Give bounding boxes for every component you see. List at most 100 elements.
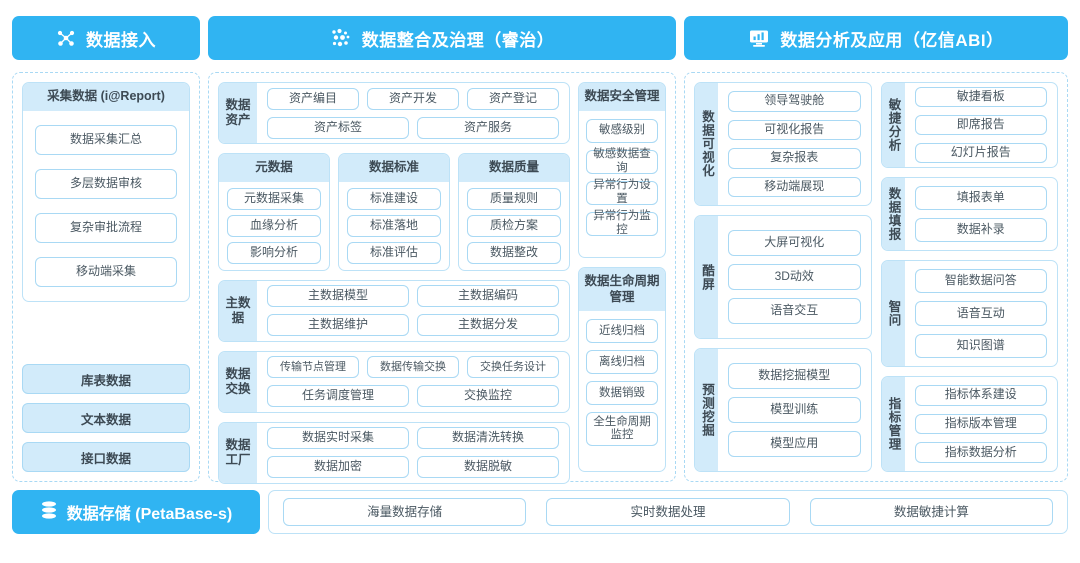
item-intelligent-data-qa[interactable]: 智能数据问答 — [914, 269, 1047, 294]
item-metadata-collection[interactable]: 元数据采集 — [227, 187, 321, 210]
label-data-exchange: 数据交换 — [219, 351, 257, 412]
card-data-security: 数据安全管理 敏感级别 敏感数据查询 异常行为设置 异常行为监控 — [578, 82, 666, 258]
nodes-network-icon — [56, 28, 76, 48]
item-quality-inspection-plan[interactable]: 质检方案 — [467, 214, 561, 237]
item-exchange-monitoring[interactable]: 交换监控 — [417, 385, 559, 408]
card-body-data-lifecycle: 近线归档 离线归档 数据销毁 全生命周期监控 — [579, 311, 665, 471]
item-voice-interaction[interactable]: 语音交互 — [728, 298, 861, 324]
body-data-factory: 数据实时采集 数据清洗转换 数据加密 数据脱敏 — [257, 423, 569, 483]
item-master-data-maintenance[interactable]: 主数据维护 — [267, 314, 409, 337]
item-abnormal-behavior-setting[interactable]: 异常行为设置 — [586, 179, 658, 205]
source-interface-data[interactable]: 接口数据 — [22, 442, 190, 472]
item-agile-dashboard[interactable]: 敏捷看板 — [914, 87, 1047, 108]
header-data-ingest[interactable]: 数据接入 — [12, 16, 200, 60]
item-mobile-collection[interactable]: 移动端采集 — [35, 256, 177, 287]
item-data-rectification[interactable]: 数据整改 — [467, 241, 561, 264]
item-metric-version-management[interactable]: 指标版本管理 — [914, 413, 1047, 435]
item-standard-evaluation[interactable]: 标准评估 — [347, 241, 441, 264]
item-metric-data-analysis[interactable]: 指标数据分析 — [914, 442, 1047, 464]
item-model-application[interactable]: 模型应用 — [728, 431, 861, 457]
item-data-transfer-exchange[interactable]: 数据传输交换 — [367, 356, 459, 379]
panel-data-ingest: 采集数据 (i@Report) 数据采集汇总 多层数据审核 复杂审批流程 移动端… — [12, 72, 200, 482]
item-offline-archive[interactable]: 离线归档 — [586, 350, 658, 375]
item-sensitive-data-query[interactable]: 敏感数据查询 — [586, 148, 658, 174]
source-text-data[interactable]: 文本数据 — [22, 403, 190, 433]
item-sensitivity-level[interactable]: 敏感级别 — [586, 118, 658, 143]
item-leader-cockpit[interactable]: 领导驾驶舱 — [728, 91, 861, 112]
card-master-data: 主数据 主数据模型 主数据编码 主数据维护 主数据分发 — [218, 279, 570, 342]
item-transfer-node-mgmt[interactable]: 传输节点管理 — [267, 356, 359, 379]
header-bar-row: 数据接入 数据整合及治理（睿治） — [0, 0, 1080, 72]
label-smart-qa: 智问 — [881, 261, 905, 366]
header-data-analysis[interactable]: 数据分析及应用（亿信ABI） — [684, 16, 1068, 60]
item-data-cleansing-transform[interactable]: 数据清洗转换 — [417, 427, 559, 450]
card-metadata: 元数据 元数据采集 血缘分析 影响分析 — [218, 153, 330, 271]
item-asset-development[interactable]: 资产开发 — [367, 87, 459, 110]
item-standard-implementation[interactable]: 标准落地 — [347, 214, 441, 237]
item-asset-tag[interactable]: 资产标签 — [267, 116, 409, 139]
label-data-asset: 数据资产 — [219, 83, 257, 143]
item-knowledge-graph[interactable]: 知识图谱 — [914, 333, 1047, 358]
item-data-backfill[interactable]: 数据补录 — [914, 218, 1047, 242]
item-agile-data-computing[interactable]: 数据敏捷计算 — [809, 498, 1053, 526]
item-task-schedule-mgmt[interactable]: 任务调度管理 — [267, 385, 409, 408]
item-large-screen-visualization[interactable]: 大屏可视化 — [728, 230, 861, 256]
item-realtime-data-collection[interactable]: 数据实时采集 — [267, 427, 409, 450]
item-metric-system-construction[interactable]: 指标体系建设 — [914, 385, 1047, 406]
card-body-data-security: 敏感级别 敏感数据查询 异常行为设置 异常行为监控 — [579, 111, 665, 257]
storage-tag-petabase[interactable]: 数据存储 (PetaBase-s) — [12, 490, 260, 534]
master-data-row-2: 主数据维护 主数据分发 — [267, 314, 559, 337]
item-slide-report[interactable]: 幻灯片报告 — [914, 142, 1047, 163]
body-smart-qa: 智能数据问答 语音互动 知识图谱 — [905, 261, 1058, 366]
item-exchange-task-design[interactable]: 交换任务设计 — [467, 356, 559, 379]
item-complex-approval-flow[interactable]: 复杂审批流程 — [35, 212, 177, 243]
item-3d-animation[interactable]: 3D动效 — [728, 264, 861, 290]
governance-side-stack: 数据安全管理 敏感级别 敏感数据查询 异常行为设置 异常行为监控 数据生命周期管… — [578, 82, 666, 472]
item-nearline-archive[interactable]: 近线归档 — [586, 319, 658, 344]
body-metric-management: 指标体系建设 指标版本管理 指标数据分析 — [905, 377, 1058, 471]
data-asset-row-1: 资产编目 资产开发 资产登记 — [267, 87, 559, 110]
item-data-masking[interactable]: 数据脱敏 — [417, 456, 559, 479]
governance-main-stack: 数据资产 资产编目 资产开发 资产登记 资产标签 资产服务 — [218, 82, 570, 484]
item-data-encryption[interactable]: 数据加密 — [267, 456, 409, 479]
item-master-data-distribution[interactable]: 主数据分发 — [417, 314, 559, 337]
card-agile-analysis: 敏捷分析 敏捷看板 即席报告 幻灯片报告 — [880, 82, 1058, 168]
body-cool-screen: 大屏可视化 3D动效 语音交互 — [718, 216, 871, 338]
item-standard-construction[interactable]: 标准建设 — [347, 187, 441, 210]
item-full-lifecycle-monitoring[interactable]: 全生命周期监控 — [586, 412, 658, 447]
storage-tag-label: 数据存储 (PetaBase-s) — [66, 506, 233, 523]
storage-bar: 数据存储 (PetaBase-s) 海量数据存储 实时数据处理 数据敏捷计算 — [0, 482, 1080, 554]
item-filling-form[interactable]: 填报表单 — [914, 186, 1047, 210]
card-title-data-standard: 数据标准 — [339, 154, 449, 182]
source-table-data[interactable]: 库表数据 — [22, 364, 190, 394]
item-multilayer-data-review[interactable]: 多层数据审核 — [35, 168, 177, 199]
header-data-governance[interactable]: 数据整合及治理（睿治） — [208, 16, 676, 60]
source-list: 库表数据 文本数据 接口数据 — [22, 364, 190, 472]
item-impact-analysis[interactable]: 影响分析 — [227, 241, 321, 264]
item-adhoc-report[interactable]: 即席报告 — [914, 115, 1047, 135]
item-abnormal-behavior-monitoring[interactable]: 异常行为监控 — [586, 210, 658, 236]
item-voice-interactive[interactable]: 语音互动 — [914, 301, 1047, 326]
item-mobile-presentation[interactable]: 移动端展现 — [728, 176, 861, 197]
item-master-data-coding[interactable]: 主数据编码 — [417, 285, 559, 308]
item-visual-report[interactable]: 可视化报告 — [728, 119, 861, 140]
item-model-training[interactable]: 模型训练 — [728, 397, 861, 423]
item-asset-service[interactable]: 资产服务 — [417, 116, 559, 139]
storage-items-box: 海量数据存储 实时数据处理 数据敏捷计算 — [268, 490, 1068, 534]
item-quality-rules[interactable]: 质量规则 — [467, 187, 561, 210]
body-predictive-mining: 数据挖掘模型 模型训练 模型应用 — [718, 349, 871, 471]
header-title-ingest: 数据接入 — [86, 30, 156, 50]
item-asset-registration[interactable]: 资产登记 — [467, 87, 559, 110]
item-realtime-data-processing[interactable]: 实时数据处理 — [546, 498, 790, 526]
item-complex-report[interactable]: 复杂报表 — [728, 148, 861, 169]
item-master-data-model[interactable]: 主数据模型 — [267, 285, 409, 308]
panel-data-governance: 数据资产 资产编目 资产开发 资产登记 资产标签 资产服务 — [208, 72, 676, 484]
item-data-destruction[interactable]: 数据销毁 — [586, 381, 658, 406]
item-data-mining-model[interactable]: 数据挖掘模型 — [728, 363, 861, 389]
card-body-data-standard: 标准建设 标准落地 标准评估 — [339, 182, 449, 270]
item-massive-data-storage[interactable]: 海量数据存储 — [283, 498, 527, 526]
item-data-collection-summary[interactable]: 数据采集汇总 — [35, 124, 177, 155]
item-lineage-analysis[interactable]: 血缘分析 — [227, 214, 321, 237]
item-asset-catalog[interactable]: 资产编目 — [267, 87, 359, 110]
body-master-data: 主数据模型 主数据编码 主数据维护 主数据分发 — [257, 281, 569, 341]
